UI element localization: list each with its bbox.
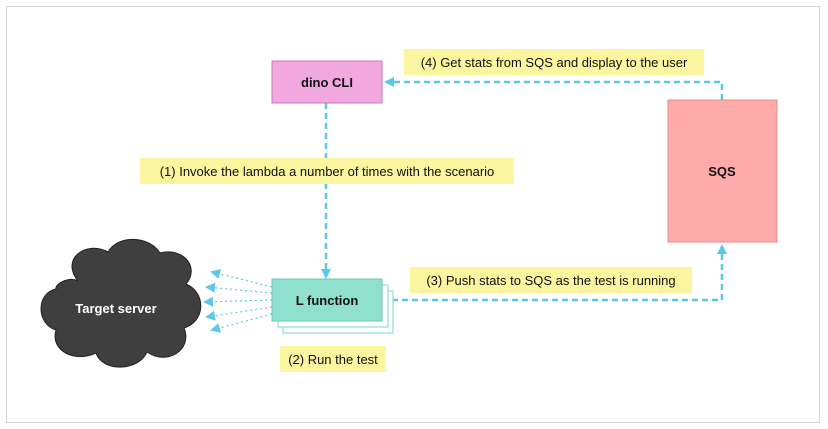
cloud-shape xyxy=(40,238,202,368)
target-server-node: Target server xyxy=(40,238,202,368)
arrows-lambda-to-target xyxy=(203,269,273,333)
note-step4: (4) Get stats from SQS and display to th… xyxy=(404,49,704,75)
lambda-box xyxy=(271,278,383,322)
note-step4-text: (4) Get stats from SQS and display to th… xyxy=(421,55,688,70)
cli-node: dino CLI xyxy=(271,60,383,104)
arrow-lambda-to-sqs xyxy=(382,244,727,302)
diagram-frame xyxy=(6,6,820,423)
cli-label: dino CLI xyxy=(301,75,353,90)
lambda-node: L function xyxy=(271,278,394,334)
note-step1: (1) Invoke the lambda a number of times … xyxy=(140,158,514,184)
note-step3-text: (3) Push stats to SQS as the test is run… xyxy=(426,273,675,288)
target-server-label: Target server xyxy=(75,301,156,316)
note-step2: (2) Run the test xyxy=(280,346,386,372)
sqs-label: SQS xyxy=(708,164,736,179)
note-step2-text: (2) Run the test xyxy=(288,352,378,367)
note-step3: (3) Push stats to SQS as the test is run… xyxy=(410,267,692,293)
arrow-sqs-to-cli xyxy=(384,77,724,100)
sqs-node: SQS xyxy=(667,99,778,243)
note-step1-text: (1) Invoke the lambda a number of times … xyxy=(160,164,495,179)
lambda-label: L function xyxy=(296,293,359,308)
